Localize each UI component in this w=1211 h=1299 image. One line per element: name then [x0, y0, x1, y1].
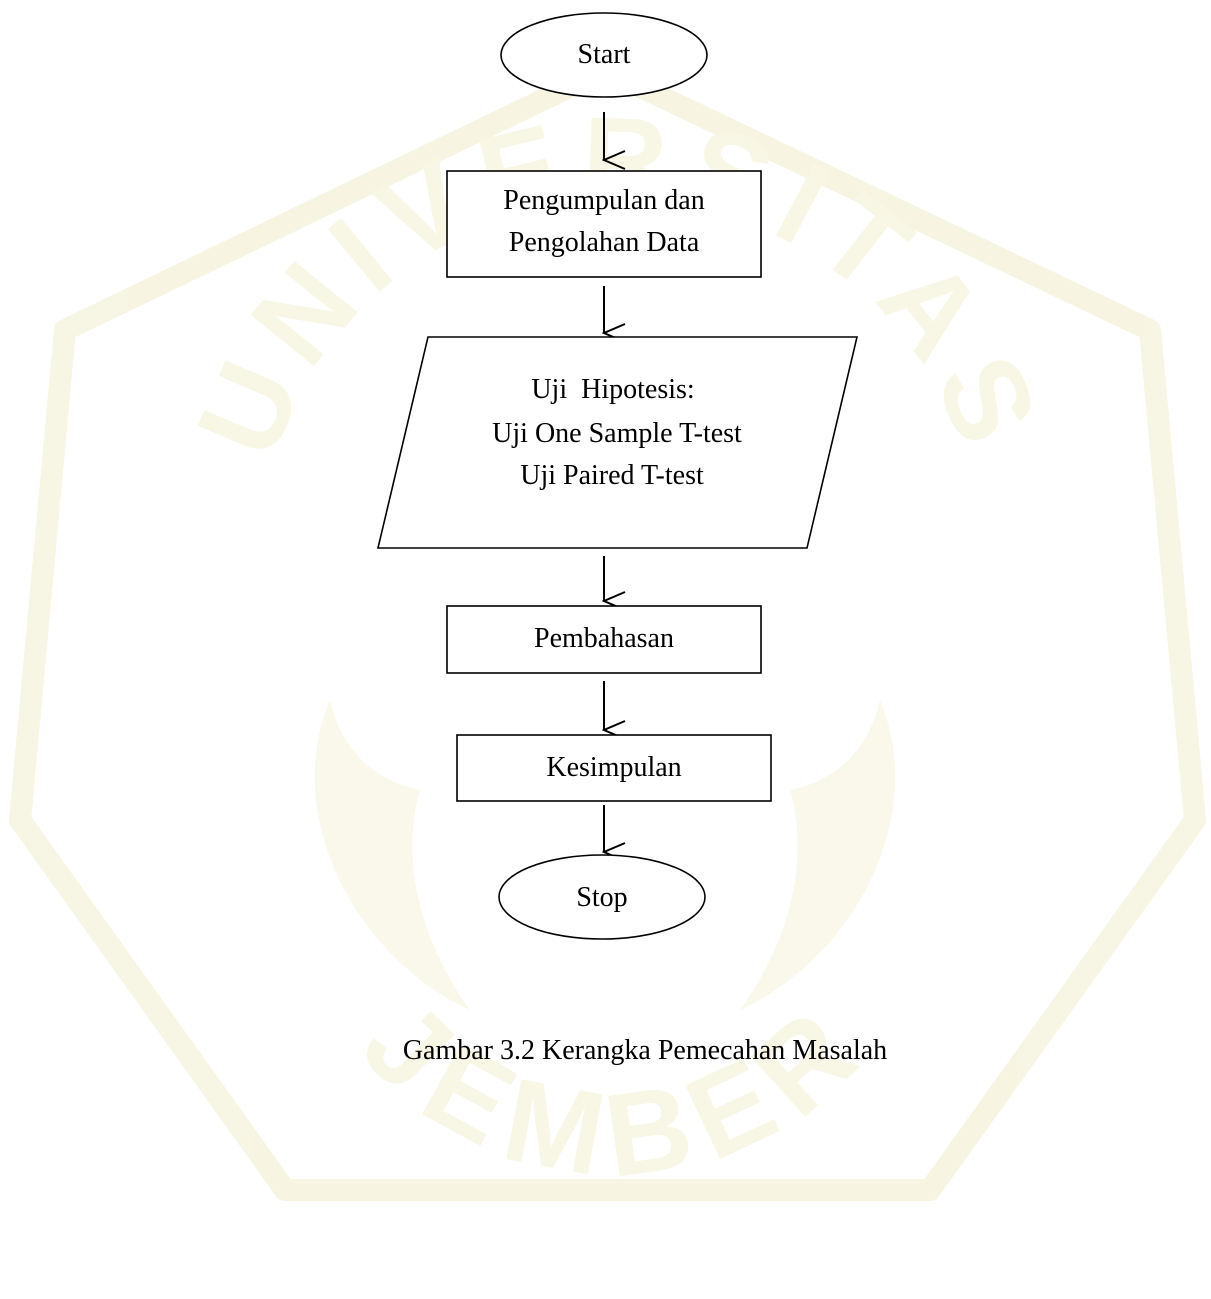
collect-process-shape — [446, 170, 762, 278]
figure-caption: Gambar 3.2 Kerangka Pemecahan Masalah — [402, 1035, 888, 1066]
start-terminal-shape — [500, 12, 708, 98]
discussion-node: Pembahasan — [446, 605, 762, 674]
start-label: Start — [578, 39, 631, 70]
stop-label: Stop — [576, 882, 627, 913]
hypothesis-data-shape — [376, 336, 859, 549]
conclusion-node: Kesimpulan — [456, 734, 772, 802]
start-node: Start — [500, 12, 708, 98]
hypothesis-label-line-3: Uji Paired T-test — [520, 460, 704, 491]
hypothesis-label-line-1: Uji Hipotesis: — [531, 374, 694, 405]
stop-terminal-shape — [498, 854, 706, 940]
hypothesis-node: Uji Hipotesis: Uji One Sample T-test Uji… — [376, 336, 859, 549]
collect-node: Pengumpulan dan Pengolahan Data — [446, 170, 762, 278]
collect-label-line-1: Pengumpulan dan — [503, 185, 704, 216]
discussion-process-shape — [446, 605, 762, 674]
conclusion-label: Kesimpulan — [546, 752, 681, 783]
stop-node: Stop — [498, 854, 706, 940]
conclusion-process-shape — [456, 734, 772, 802]
hypothesis-label-line-2: Uji One Sample T-test — [492, 418, 742, 449]
collect-label-line-2: Pengolahan Data — [509, 227, 700, 258]
discussion-label: Pembahasan — [534, 623, 674, 654]
